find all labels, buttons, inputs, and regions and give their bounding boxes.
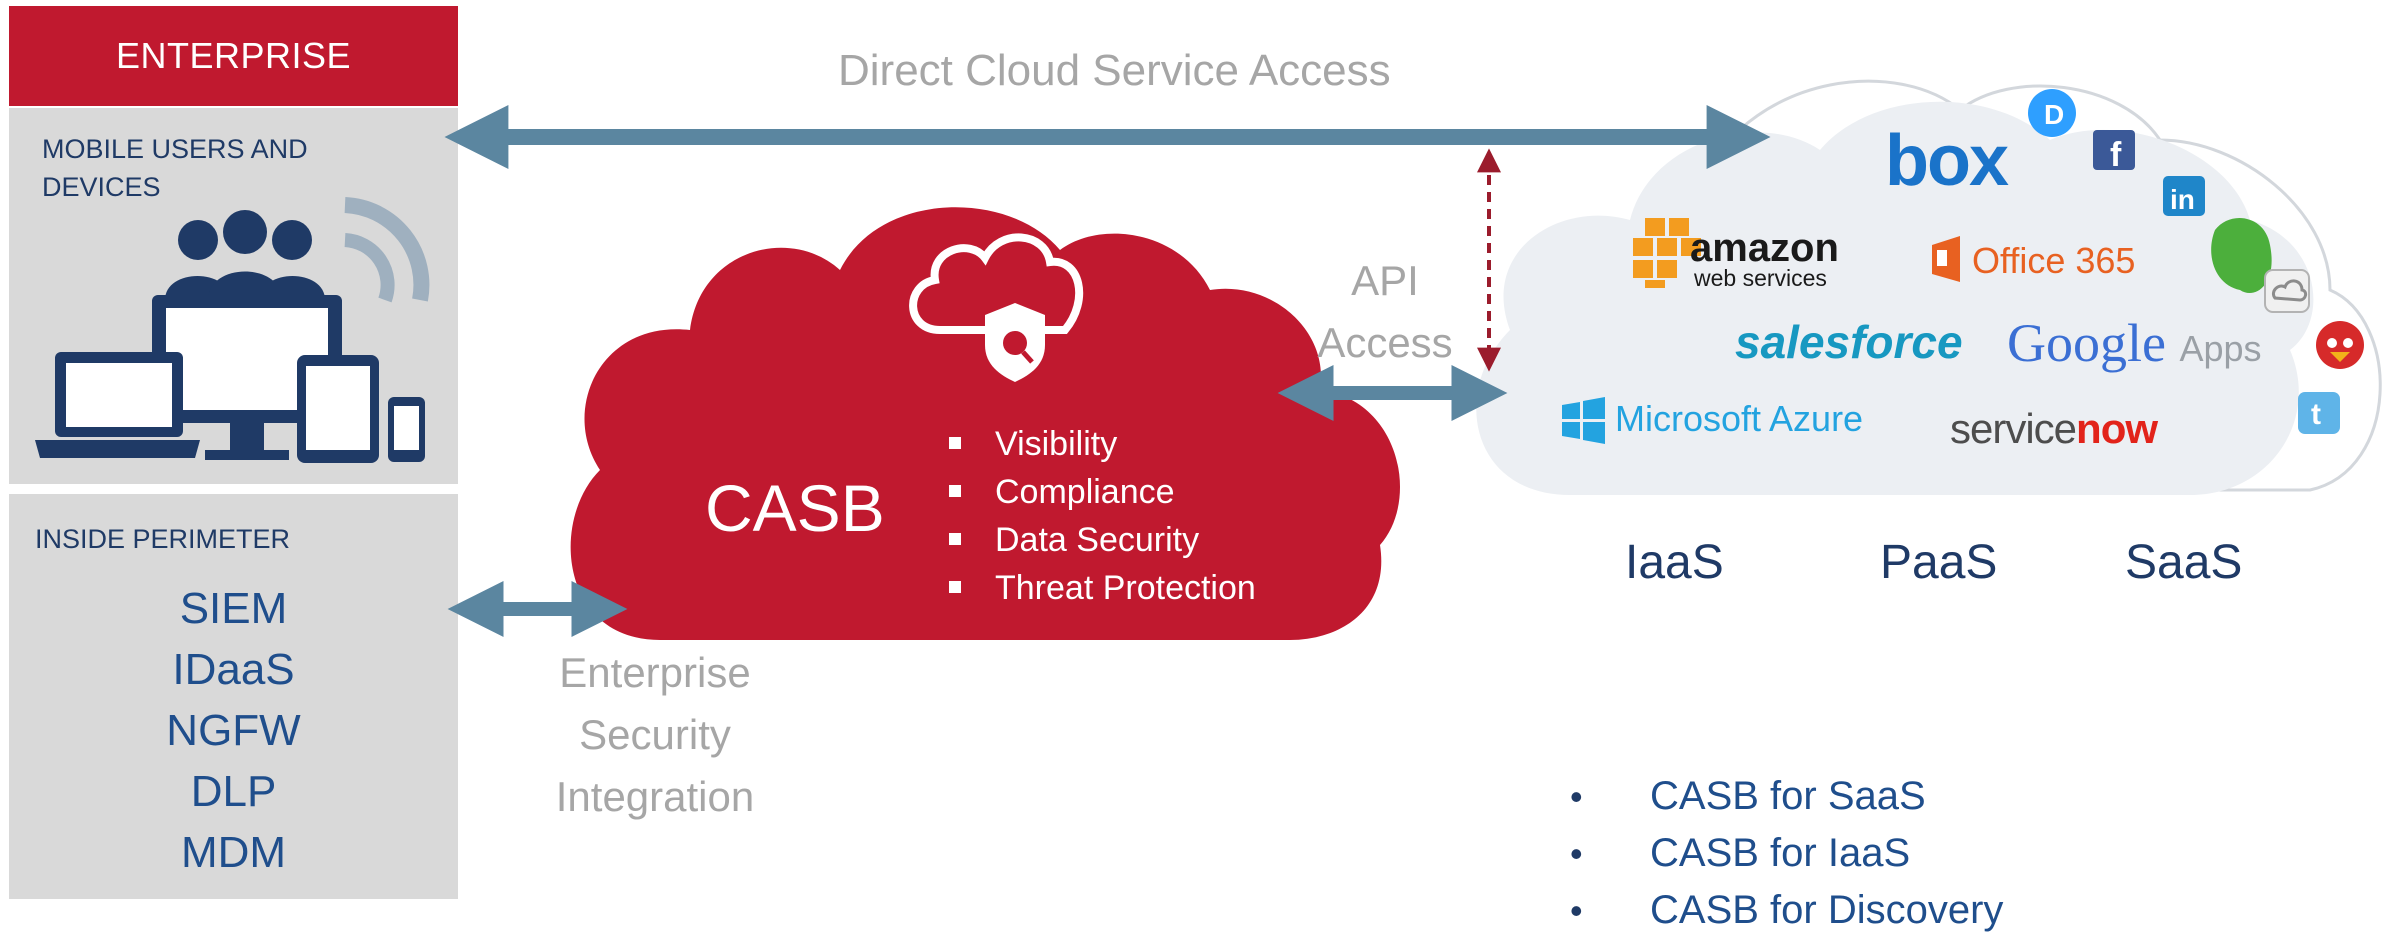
api-label-line1: API (1351, 257, 1419, 304)
perimeter-item-ngfw: NGFW (166, 706, 301, 755)
office365-icon (1932, 236, 1960, 282)
offering-iaas: CASB for IaaS (1570, 825, 2003, 882)
perimeter-item-mdm: MDM (180, 828, 287, 877)
windows-logo-icon (1562, 397, 1605, 444)
google-logo-text: Google (2007, 313, 2166, 373)
evernote-icon (2211, 218, 2272, 293)
inside-perimeter-label: INSIDE PERIMETER (35, 524, 291, 554)
amazon-logo: amazon web services (1690, 226, 1839, 291)
amazon-logo-text: amazon (1690, 226, 1839, 270)
salesforce-logo: salesforce (1735, 316, 1963, 368)
casb-offerings-list: CASB for SaaS CASB for IaaS CASB for Dis… (1570, 768, 2003, 939)
casb-cloud (570, 207, 1400, 640)
microsoft-azure-logo: Microsoft Azure (1615, 398, 1864, 439)
perimeter-item-dlp: DLP (190, 767, 277, 816)
enterprise-header: ENTERPRISE (9, 6, 458, 106)
icloud-icon (2264, 269, 2310, 313)
offering-discovery: CASB for Discovery (1570, 882, 2003, 939)
perimeter-item-idaas: IDaaS (172, 645, 295, 694)
linkedin-icon: in (2163, 176, 2205, 216)
direct-access-label: Direct Cloud Service Access (838, 46, 1391, 95)
twitter-icon: t (2298, 392, 2340, 434)
esi-label-line2: Security (579, 711, 731, 758)
casb-feature-visibility: Visibility (945, 420, 1256, 468)
google-apps-text: Apps (2179, 328, 2262, 369)
casb-feature-threat-protection: Threat Protection (945, 564, 1256, 612)
api-access-label: API Access (1300, 250, 1470, 374)
box-logo: box (1885, 121, 2009, 201)
security-integration-label: Enterprise Security Integration (520, 642, 790, 828)
amazon-cubes-icon (1633, 218, 1701, 288)
api-label-line2: Access (1317, 319, 1453, 366)
facebook-icon: f (2093, 130, 2135, 174)
cloud-services-cloud (1476, 101, 2314, 496)
inside-perimeter-list: SIEM IDaaS NGFW DLP MDM (9, 578, 458, 883)
casb-title: CASB (705, 471, 885, 545)
cloud-shield-icon (909, 233, 1084, 382)
svg-text:D: D (2044, 99, 2064, 130)
servicenow-logo-a: service (1950, 405, 2077, 452)
offering-saas: CASB for SaaS (1570, 768, 2003, 825)
svg-text:f: f (2110, 136, 2122, 174)
disqus-icon: D (2028, 89, 2076, 137)
amazon-logo-subtext: web services (1694, 265, 1827, 291)
tier-iaas: IaaS (1625, 536, 1724, 589)
casb-feature-compliance: Compliance (945, 468, 1256, 516)
mobile-label-line1: MOBILE USERS AND (42, 134, 308, 164)
tier-saas: SaaS (2125, 536, 2243, 589)
users-devices-icon (35, 197, 430, 463)
casb-feature-data-security: Data Security (945, 516, 1256, 564)
svg-text:t: t (2311, 398, 2321, 431)
angry-birds-icon (2316, 321, 2364, 369)
office365-logo: Office 365 (1972, 240, 2136, 281)
casb-feature-list: Visibility Compliance Data Security Thre… (945, 420, 1256, 612)
svg-text:in: in (2170, 184, 2195, 215)
google-apps-logo: Google Apps (2007, 312, 2262, 374)
servicenow-logo-b: now (2076, 405, 2158, 452)
mobile-users-label: MOBILE USERS AND DEVICES (42, 130, 308, 206)
servicenow-logo: servicenow (1950, 405, 2158, 453)
perimeter-item-siem: SIEM (179, 584, 288, 633)
esi-label-line3: Integration (555, 773, 755, 820)
esi-label-line1: Enterprise (559, 649, 751, 696)
mobile-label-line2: DEVICES (42, 172, 161, 202)
tier-paas: PaaS (1880, 536, 1998, 589)
